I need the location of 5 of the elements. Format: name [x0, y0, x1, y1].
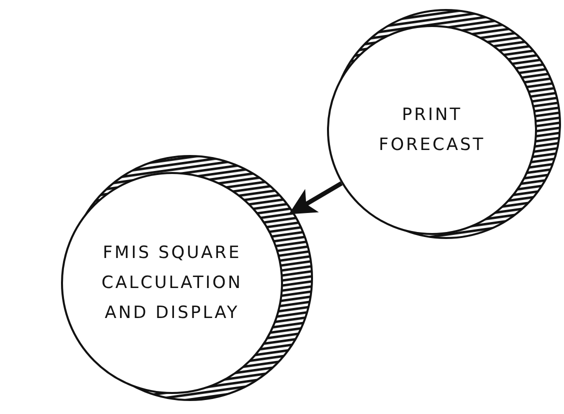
- node-label: PRINT FORECAST: [378, 104, 486, 157]
- process-circle: [326, 8, 562, 240]
- node-label: FMIS SQUARE CALCULATION AND DISPLAY: [100, 242, 244, 325]
- process-circle: [60, 154, 314, 402]
- arrow: [288, 181, 343, 214]
